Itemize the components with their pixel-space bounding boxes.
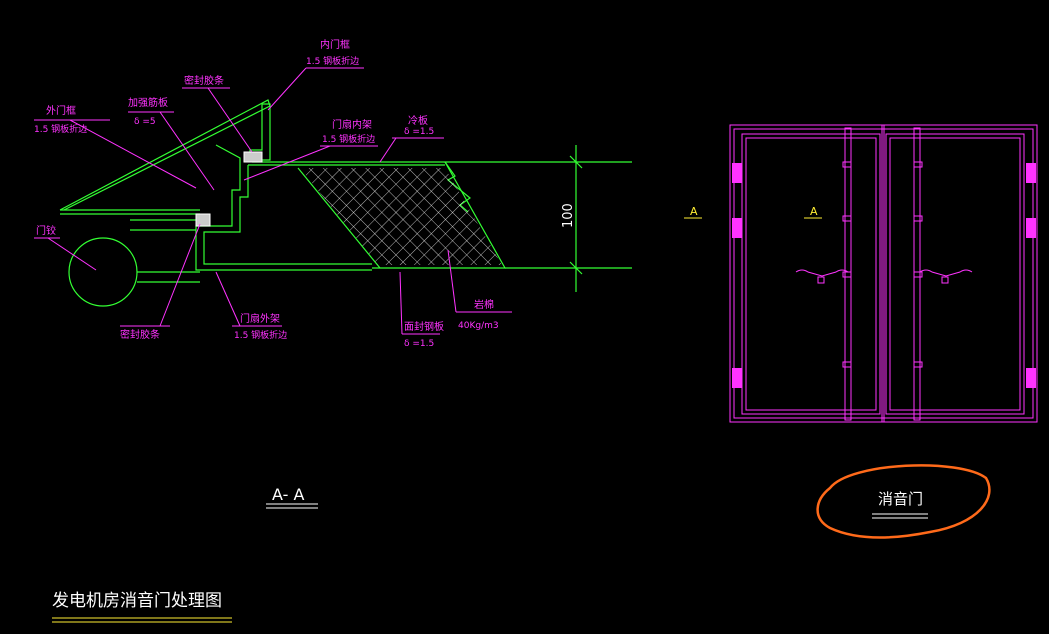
seal-strip-top [243,151,263,163]
label-door-outer-spec: 1.5 钢板折边 [234,329,287,341]
label-inner-frame-spec: 1.5 钢板折边 [306,55,359,67]
section-marker-left: A [690,205,698,218]
section-marker-right: A [810,205,818,218]
door-label: 消音门 [878,490,923,508]
label-cold-plate: 冷板 [408,114,428,127]
label-hinge: 门铰 [36,224,56,237]
label-reinforce-spec: δ =5 [134,117,156,127]
label-seal-strip-bottom: 密封胶条 [120,328,160,341]
label-door-outer-frame: 门扇外架 [240,312,280,325]
label-rock-wool: 岩棉 [474,298,494,311]
label-door-inner-spec: 1.5 钢板折边 [322,133,375,145]
label-outer-frame: 外门框 [46,104,76,117]
label-rock-wool-density: 40Kg/m3 [458,321,499,331]
door-hinges [732,163,1036,388]
leader-lines [34,67,512,335]
label-seal-strip-top: 密封胶条 [184,74,224,87]
label-outer-frame-spec: 1.5 钢板折边 [34,123,87,135]
section-annotations: 内门框 1.5 钢板折边 密封胶条 加强筋板 δ =5 外门框 1.5 钢板折边… [34,38,576,349]
label-face-plate: 面封钢板 [404,320,444,333]
drawing-title: 发电机房消音门处理图 [52,591,222,611]
outer-door-frame [59,99,271,211]
right-door-handle-icon [919,269,973,277]
label-face-plate-spec: δ =1.5 [404,339,434,349]
section-title: A- A [272,485,304,504]
hinge-circle [68,237,138,307]
stepped-frame-outer [195,144,372,271]
rock-wool-hatch [300,168,502,265]
dimension-100: 100 [561,203,576,228]
door-elevation [729,124,1038,423]
label-reinforce-plate: 加强筋板 [128,96,168,109]
left-door-handle-icon [795,269,849,277]
label-inner-frame: 内门框 [320,38,350,51]
label-door-inner-frame: 门扇内架 [332,118,372,131]
stepped-frame-inner [203,165,372,265]
seal-strip-bottom [195,213,211,227]
section-a-a-drawing [59,99,632,307]
highlight-circle [816,464,991,539]
label-cold-plate-spec: δ =1.5 [404,127,434,137]
